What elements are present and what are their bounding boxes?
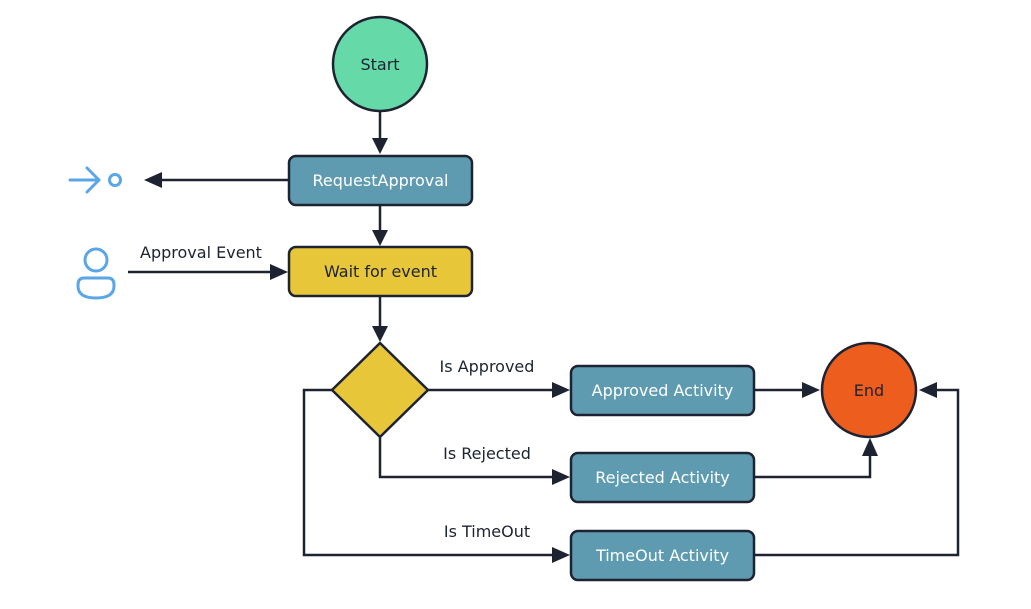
node-timeout-activity-shape — [569, 529, 756, 582]
node-wait-for-event[interactable]: Wait for event — [287, 245, 474, 298]
arrowhead — [552, 382, 570, 398]
edges — [128, 112, 960, 563]
edge-label-is-rejected: Is Rejected — [443, 444, 531, 463]
send-out-icon — [68, 166, 122, 194]
arrowhead — [552, 469, 570, 485]
node-timeout-activity[interactable]: TimeOut Activity — [569, 529, 756, 582]
node-approved-activity-shape — [569, 364, 756, 417]
node-approved-activity-label: Approved Activity — [592, 381, 734, 400]
arrowhead — [372, 230, 388, 246]
node-timeout-activity-label: TimeOut Activity — [595, 546, 729, 565]
arrowhead — [552, 547, 570, 563]
nodes: Start RequestApproval Wait for event App… — [287, 15, 918, 582]
edge-decision-to-rejected — [378, 437, 554, 479]
node-decision[interactable] — [330, 341, 430, 439]
node-start-label: Start — [360, 55, 399, 74]
user-icon — [76, 247, 116, 300]
node-request-approval-label: RequestApproval — [313, 171, 449, 190]
node-rejected-activity-label: Rejected Activity — [595, 468, 730, 487]
edge-label-is-approved: Is Approved — [440, 357, 535, 376]
edge-label-is-timeout: Is TimeOut — [444, 522, 530, 541]
node-approved-activity[interactable]: Approved Activity — [569, 364, 756, 417]
arrowhead — [919, 382, 937, 398]
arrowhead — [372, 326, 388, 342]
node-rejected-activity[interactable]: Rejected Activity — [569, 451, 756, 504]
node-end[interactable]: End — [820, 341, 918, 439]
edge-labels: Approval Event Is Approved Is Rejected I… — [140, 243, 534, 541]
node-wait-for-event-shape — [287, 245, 474, 298]
node-start[interactable]: Start — [331, 15, 429, 113]
node-wait-for-event-label: Wait for event — [324, 262, 437, 281]
node-request-approval[interactable]: RequestApproval — [287, 154, 474, 207]
node-start-shape — [331, 15, 429, 113]
node-end-shape — [820, 341, 918, 439]
node-request-approval-shape — [287, 154, 474, 207]
arrowhead — [372, 138, 388, 154]
edge-decision-to-timeout — [302, 388, 554, 557]
edge-rejected-to-end — [754, 454, 872, 479]
arrowhead — [802, 382, 820, 398]
arrowhead — [270, 264, 288, 280]
arrowhead — [862, 438, 878, 456]
node-decision-shape — [330, 341, 430, 439]
arrowhead — [144, 172, 162, 188]
edge-label-approval-event: Approval Event — [140, 243, 262, 262]
node-end-label: End — [854, 381, 884, 400]
node-rejected-activity-shape — [569, 451, 756, 504]
edge-timeout-to-end — [754, 388, 960, 557]
